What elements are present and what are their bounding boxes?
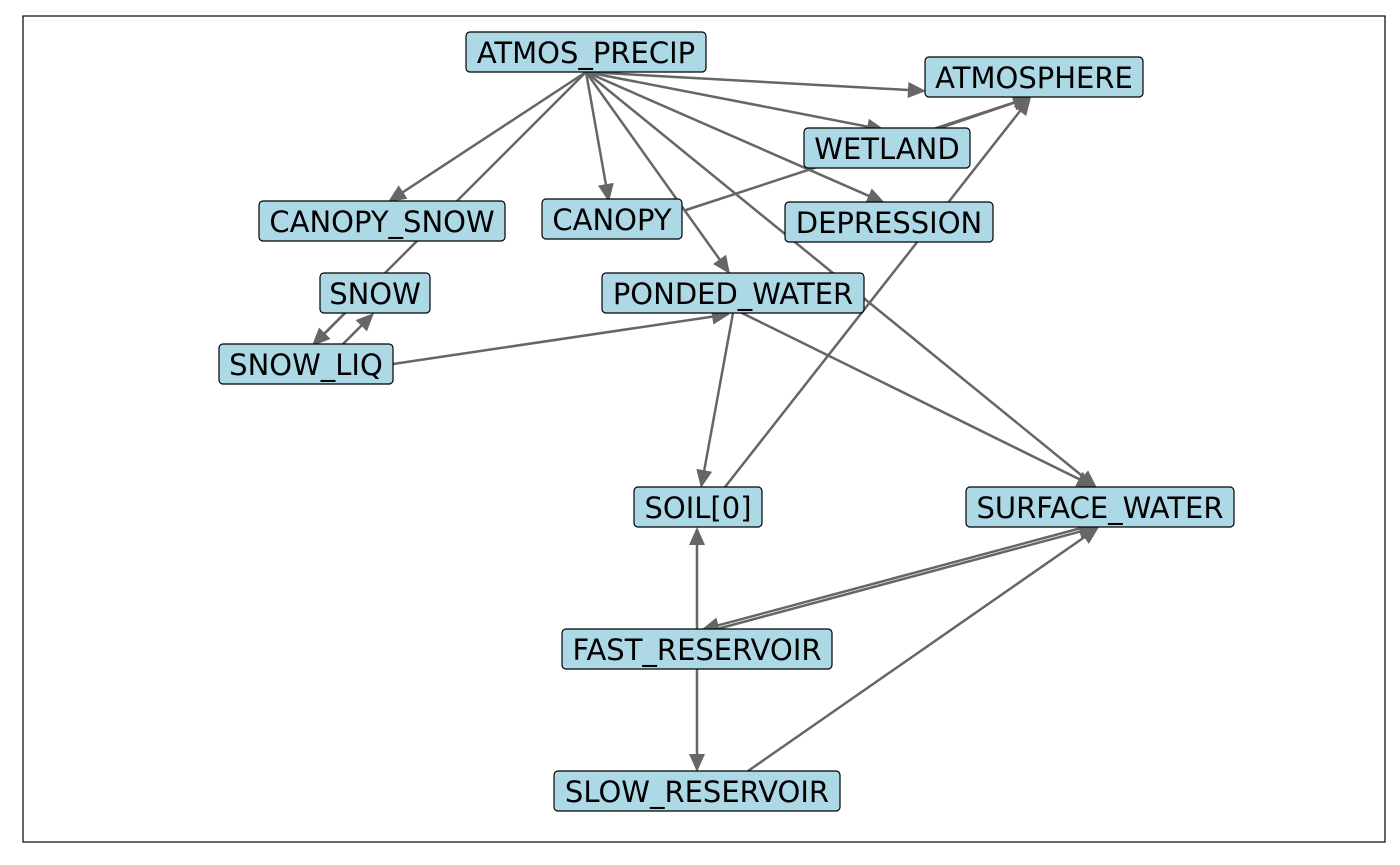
- edge-slow-reservoir-to-surface-water: [746, 527, 1099, 773]
- node-label: SNOW: [329, 277, 421, 311]
- edge-line: [746, 534, 1088, 773]
- arrowhead: [1013, 97, 1031, 117]
- edge-snow-liq-to-snow: [341, 313, 374, 346]
- node-box: [541, 198, 683, 240]
- edge-ponded-water-to-surface-water: [738, 310, 1095, 487]
- node-snow: SNOW: [319, 272, 431, 314]
- plot-frame: [22, 15, 1386, 843]
- arrowhead: [597, 182, 614, 202]
- node-box: [601, 272, 865, 314]
- edge-fast-reservoir-to-soil0: [689, 527, 705, 631]
- arrowhead: [689, 527, 705, 545]
- node-label: PONDED_WATER: [613, 277, 853, 311]
- edge-line: [723, 108, 1023, 489]
- edge-line: [584, 70, 722, 263]
- edge-atmos-precip-to-depression: [584, 70, 885, 204]
- node-label: ATMOS_PRECIP: [477, 36, 695, 70]
- edge-line: [584, 70, 872, 198]
- edge-snow-liq-to-ponded-water: [391, 308, 730, 366]
- arrowhead: [1079, 527, 1099, 544]
- edge-line: [584, 70, 608, 188]
- node-label: SLOW_RESERVOIR: [565, 775, 829, 809]
- edge-line: [715, 529, 1083, 631]
- node-box: [633, 486, 763, 528]
- edge-atmos-precip-to-canopy-snow: [388, 70, 588, 202]
- edge-snow-to-snow-liq: [312, 311, 347, 346]
- node-box: [258, 200, 506, 242]
- node-label: SURFACE_WATER: [976, 491, 1223, 525]
- edge-line: [391, 315, 716, 366]
- edge-line: [702, 311, 735, 474]
- arrowhead: [355, 313, 374, 332]
- node-soil0: SOIL[0]: [633, 486, 763, 528]
- edge-line: [584, 70, 871, 129]
- edge-atmos-precip-to-canopy: [584, 70, 614, 202]
- node-canopy: CANOPY: [541, 198, 683, 240]
- node-label: SNOW_LIQ: [229, 348, 383, 382]
- node-snow-liq: SNOW_LIQ: [218, 343, 394, 385]
- node-canopy-snow: CANOPY_SNOW: [258, 200, 506, 242]
- edge-wetland-to-atmosphere: [938, 95, 1031, 130]
- edge-atmos-precip-to-ponded-water: [584, 70, 730, 274]
- arrowhead: [865, 188, 885, 204]
- node-label: WETLAND: [814, 132, 959, 166]
- node-label: ATMOSPHERE: [935, 61, 1133, 95]
- node-depression: DEPRESSION: [784, 201, 994, 243]
- node-atmos-precip: ATMOS_PRECIP: [465, 31, 707, 73]
- node-atmosphere: ATMOSPHERE: [924, 56, 1144, 98]
- node-fast-reservoir: FAST_RESERVOIR: [561, 628, 833, 670]
- node-box: [218, 343, 394, 385]
- edge-ponded-water-to-soil0: [696, 311, 735, 488]
- node-box: [965, 486, 1235, 528]
- node-box: [319, 272, 431, 314]
- edge-fast-reservoir-to-slow-reservoir: [689, 667, 705, 772]
- edge-line: [584, 70, 912, 92]
- node-label: SOIL[0]: [644, 491, 751, 525]
- arrowhead: [713, 254, 730, 274]
- node-box: [924, 56, 1144, 98]
- arrowhead: [907, 82, 926, 98]
- edges-layer: [312, 70, 1099, 773]
- node-label: CANOPY_SNOW: [269, 205, 494, 239]
- edge-line: [938, 100, 1018, 130]
- node-surface-water: SURFACE_WATER: [965, 486, 1235, 528]
- arrowhead: [312, 327, 331, 346]
- edge-line: [738, 310, 1082, 482]
- node-label: CANOPY: [552, 203, 671, 237]
- node-box: [803, 127, 971, 169]
- node-box: [465, 31, 707, 73]
- arrowhead: [696, 468, 713, 488]
- node-label: DEPRESSION: [796, 206, 983, 240]
- arrowhead: [1075, 471, 1095, 487]
- node-box: [784, 201, 994, 243]
- arrowhead: [689, 754, 705, 772]
- edge-line: [341, 323, 364, 346]
- node-label: FAST_RESERVOIR: [572, 633, 821, 667]
- node-box: [553, 770, 841, 812]
- edge-line: [400, 70, 588, 195]
- node-box: [561, 628, 833, 670]
- edge-atmos-precip-to-atmosphere: [584, 70, 926, 98]
- node-wetland: WETLAND: [803, 127, 971, 169]
- node-ponded-water: PONDED_WATER: [601, 272, 865, 314]
- edge-line: [322, 311, 347, 336]
- nodes-layer: ATMOS_PRECIP ATMOSPHERE WETLAND CANOPY_SNOW…: [218, 31, 1235, 812]
- edge-line: [715, 525, 1087, 628]
- node-slow-reservoir: SLOW_RESERVOIR: [553, 770, 841, 812]
- edge-soil0-to-atmosphere: [723, 97, 1031, 489]
- arrowhead: [388, 185, 408, 202]
